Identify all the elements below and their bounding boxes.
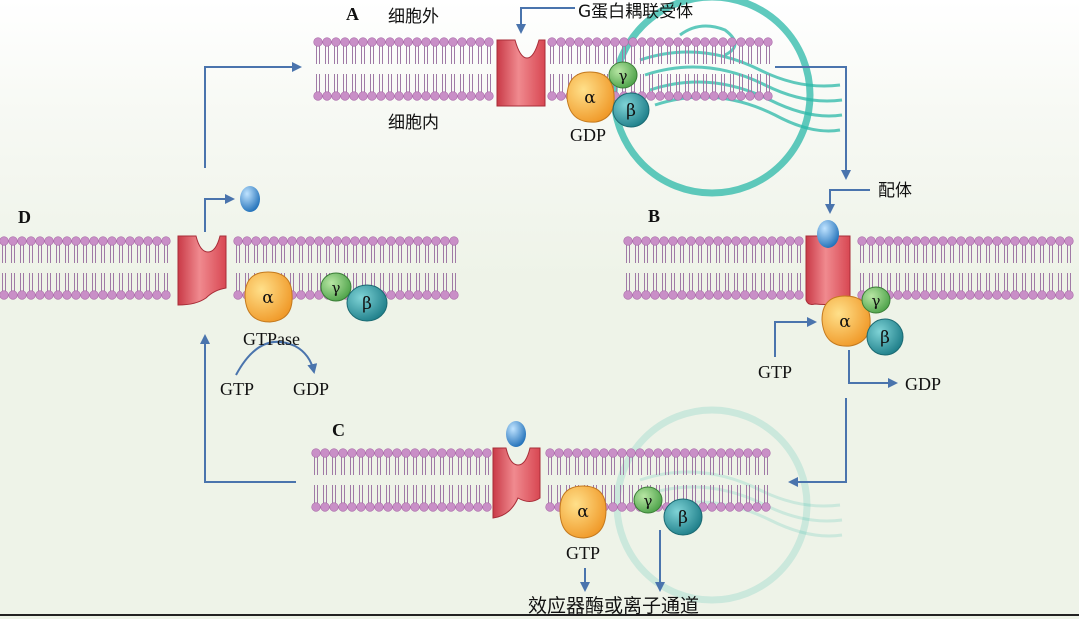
g-protein-a: α γ β [566,61,650,128]
gdp-label-b: GDP [905,374,941,394]
beta-subunit-label-c: β [678,508,688,528]
gdp-label-a: GDP [570,125,606,145]
arrow-ligand-release [204,194,235,232]
beta-subunit-label-b: β [880,328,890,348]
bottom-rule [0,614,1079,616]
panel-label-a: A [346,4,359,24]
inside-label: 细胞内 [388,113,439,133]
membrane-d [0,236,459,300]
arrow-gpcr-pointer [516,7,575,34]
arrow-gtp-hydrolysis [235,340,318,376]
membrane-c [311,448,771,512]
arrow-a-to-b [775,66,851,180]
arrow-d-to-a [204,62,302,168]
ligand-d-released [240,186,260,212]
gamma-subunit-label-b: γ [872,292,881,310]
g-protein-b: α γ β [821,286,904,356]
ligand-c [506,421,526,447]
beta-subunit-label-d: β [362,294,372,314]
arrow-gtp-in [774,317,817,357]
gtp-label-d: GTP [220,379,254,399]
gdp-label-d: GDP [293,379,329,399]
gtp-label-b: GTP [758,362,792,382]
beta-subunit-label-a: β [626,101,636,121]
gamma-subunit-label-a: γ [619,67,628,85]
gtpase-label: GTPase [243,329,300,349]
receptor-a [496,39,546,107]
alpha-subunit-label-c: α [577,502,589,522]
ligand-b [817,220,839,248]
effector-label: 效应器酶或离子通道 [528,595,699,617]
alpha-subunit-label-b: α [839,312,851,332]
g-protein-d: α γ β [244,271,388,323]
gamma-subunit-label-d: γ [332,279,341,297]
gamma-subunit-label-c: γ [644,492,653,510]
ligand-label: 配体 [878,181,912,201]
arrow-c-to-d [200,334,296,483]
receptor-d [177,235,227,306]
panel-label-c: C [332,420,345,440]
arrow-ligand-pointer [825,189,870,214]
gtp-label-c: GTP [566,543,600,563]
cycle-arrows [200,7,898,592]
alpha-subunit-label-d: α [262,288,274,308]
receptor-c [492,447,541,519]
arrow-b-to-c [788,398,847,487]
alpha-subunit-label-a: α [584,88,596,108]
panel-label-d: D [18,207,31,227]
membrane-b [623,236,1074,300]
outside-label: 细胞外 [388,7,439,27]
gpcr-label: G蛋白耦联受体 [578,2,693,22]
g-protein-c: α γ β [559,485,703,539]
arrow-gdp-out [848,350,898,388]
panel-label-b: B [648,206,660,226]
